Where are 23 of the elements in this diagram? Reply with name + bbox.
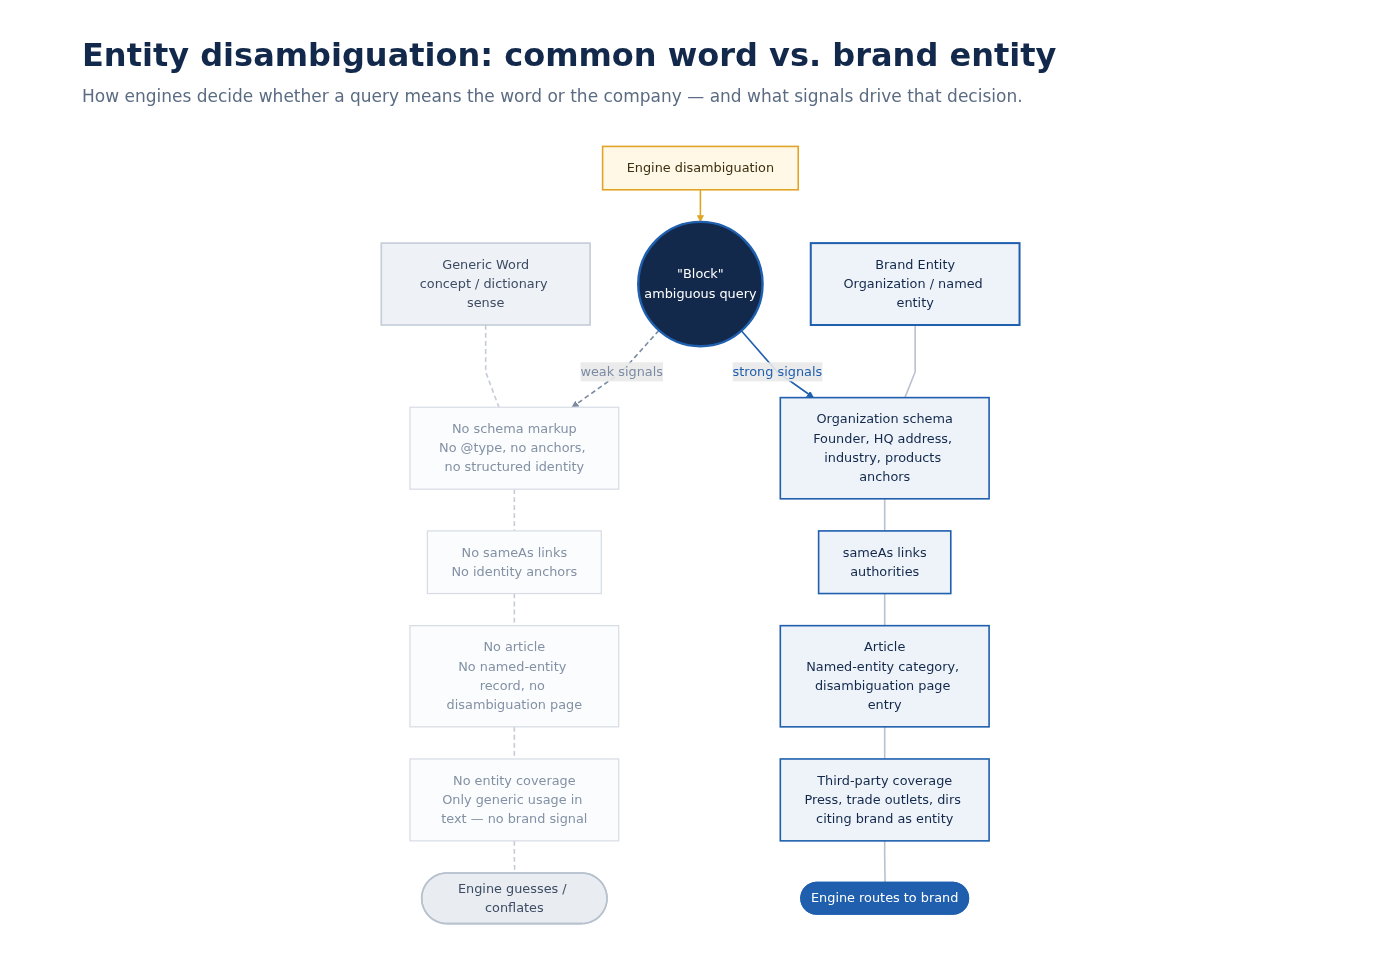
node-box: No schema markup No @type, no anchors, no structured identity xyxy=(408,406,619,490)
node-box: No entity coverage Only generic usage in text — no brand signal xyxy=(408,758,619,842)
diagram-title: Entity disambiguation: common word vs. brand entity xyxy=(82,36,1057,74)
node-box: Generic Word concept / dictionary sense xyxy=(380,242,591,326)
arrow xyxy=(571,329,660,408)
node-box: No article No named-entity record, no disambiguation page xyxy=(408,625,619,728)
node-box: Organization schema Founder, HQ address, industry, products anchors xyxy=(779,396,990,500)
node-box: Engine disambiguation xyxy=(601,145,799,191)
connector xyxy=(484,324,500,409)
connector xyxy=(883,840,886,884)
diagram-subtitle: How engines decide whether a query means the word or the company — and what signals drive that decision. xyxy=(82,86,1023,106)
node-box: Third-party coverage Press, trade outlets, dirs citing brand as entity xyxy=(779,758,990,842)
connector xyxy=(883,498,886,532)
edge-label: weak signals xyxy=(580,363,663,380)
node-box: Brand Entity Organization / named entity xyxy=(809,242,1021,327)
arrow xyxy=(696,189,704,223)
node-box: No sameAs links No identity anchors xyxy=(426,530,602,595)
edge-label: strong signals xyxy=(732,363,822,380)
node-box: sameAs links authorities xyxy=(817,530,952,595)
connector xyxy=(883,726,886,760)
node-circle: "Block" ambiguous query xyxy=(636,220,764,348)
node-box: Article Named-entity category, disambiguation page entry xyxy=(779,624,990,728)
connector xyxy=(883,592,886,627)
